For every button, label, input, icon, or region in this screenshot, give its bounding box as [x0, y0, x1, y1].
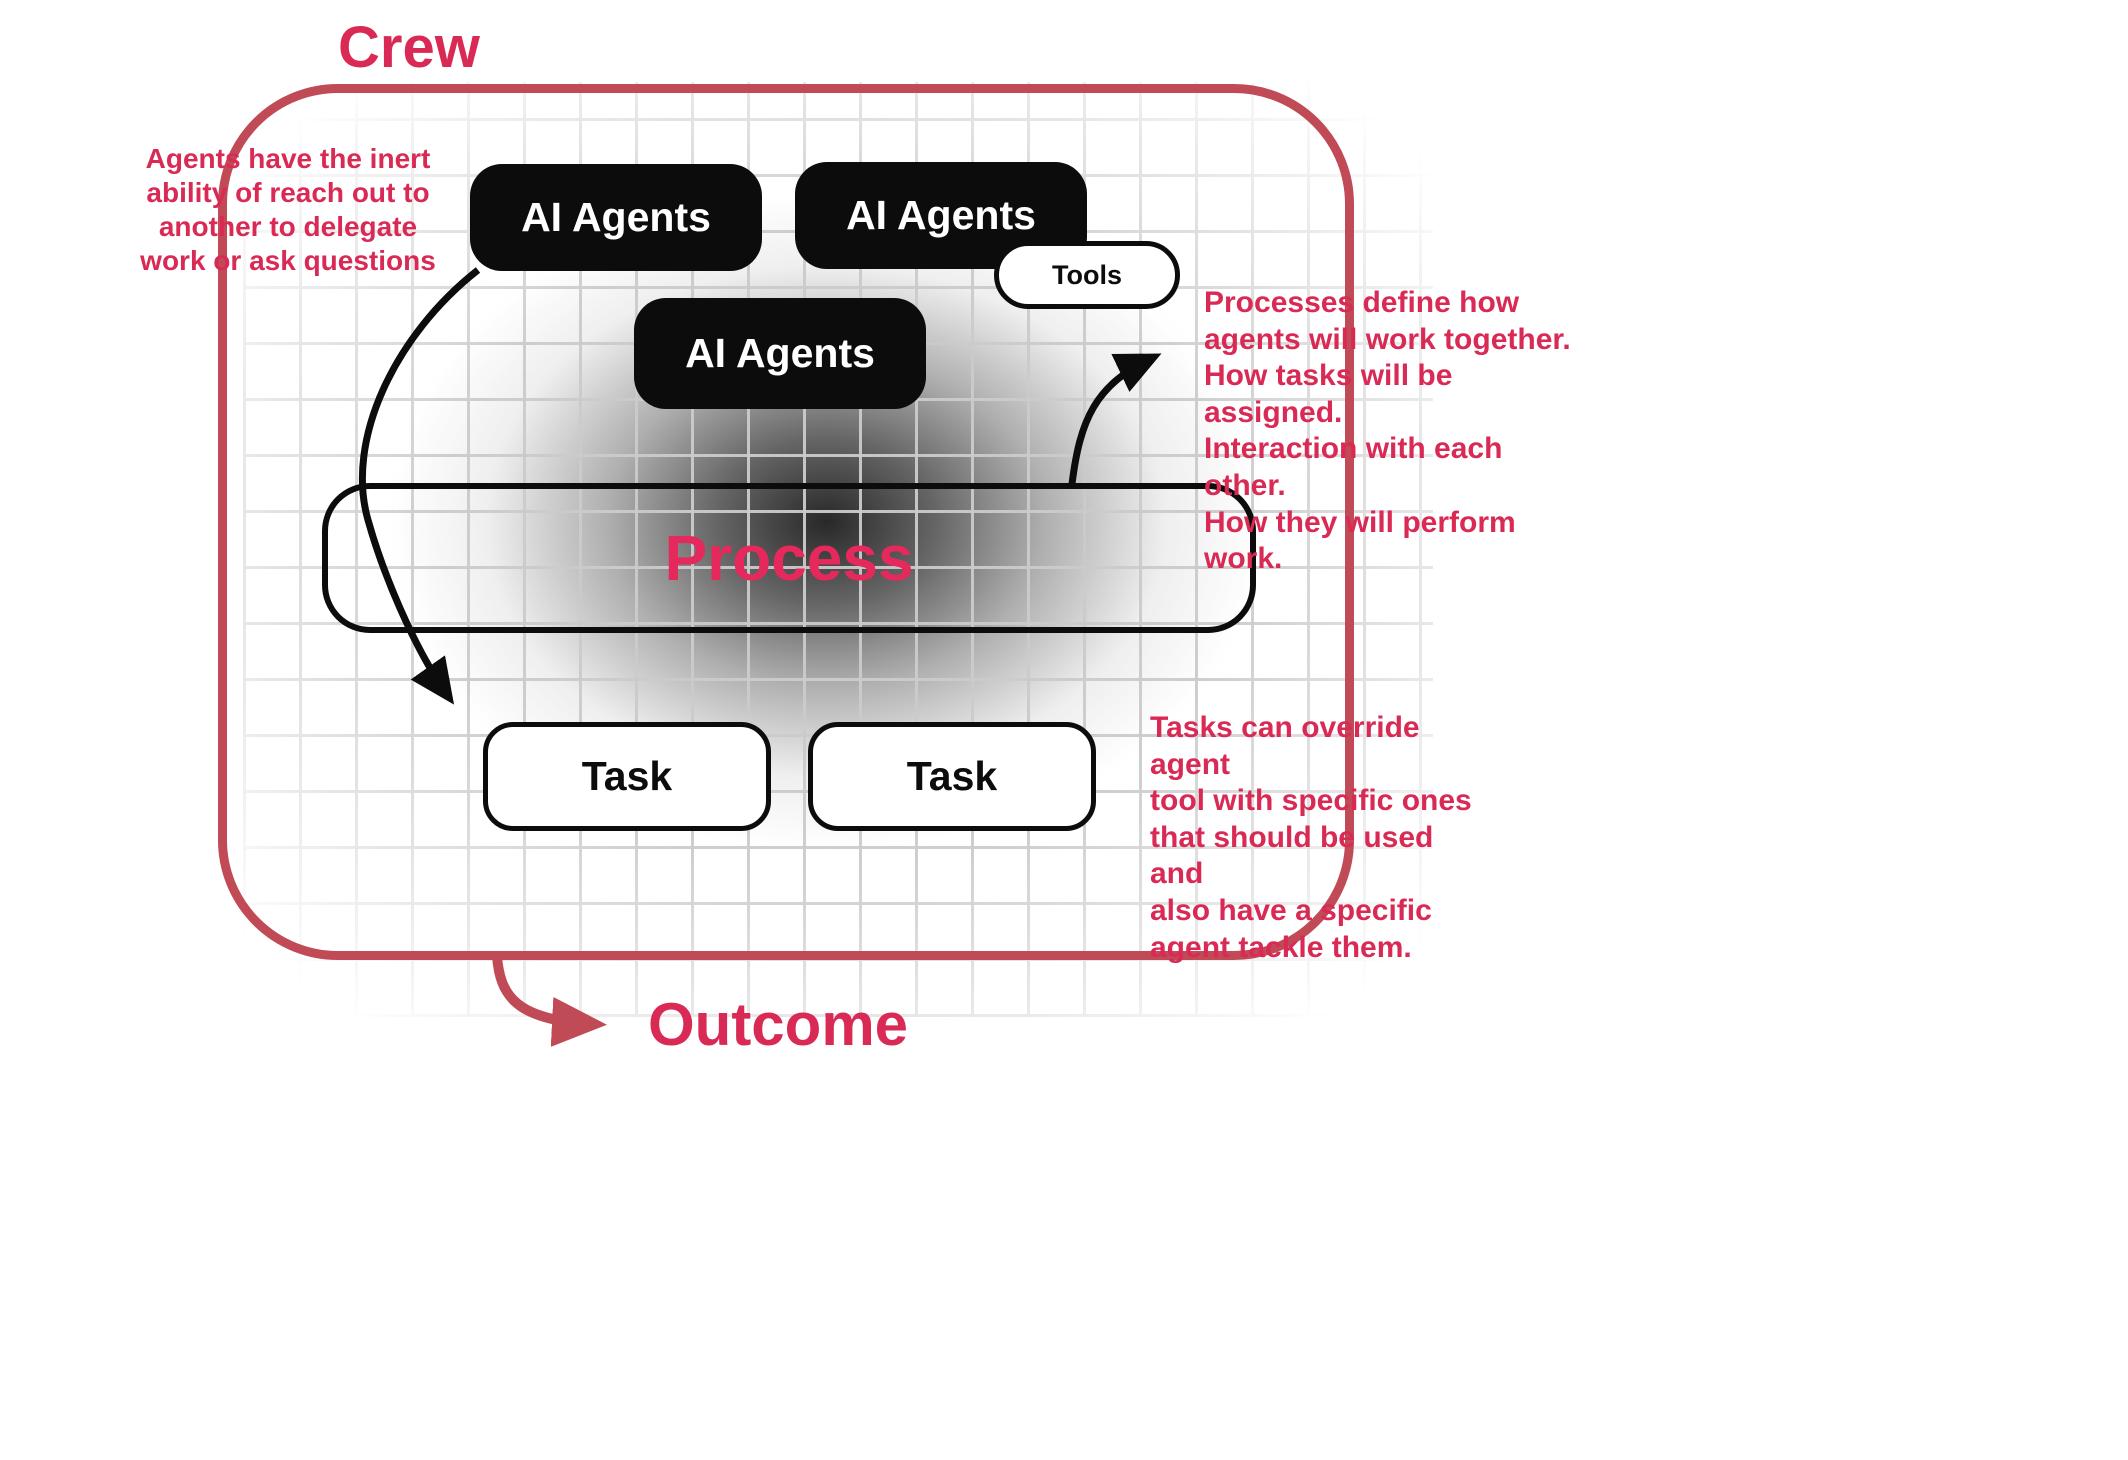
task-box-2: Task [808, 722, 1096, 831]
ai-agents-label-3: AI Agents [685, 330, 875, 376]
ai-agents-box-2: AI Agents [795, 162, 1087, 269]
task-box-1: Task [483, 722, 771, 831]
crew-title: Crew [338, 15, 480, 80]
process-label: Process [664, 522, 914, 594]
outcome-label: Outcome [648, 991, 909, 1058]
annotation-delegation: Agents have the inert ability of reach o… [140, 143, 436, 277]
annotation-tasks: Tasks can override agent tool with speci… [1150, 711, 1472, 964]
ai-agents-label-2: AI Agents [846, 192, 1036, 238]
ai-agents-box-3: AI Agents [634, 298, 926, 409]
tools-box: Tools [994, 241, 1180, 309]
ai-agents-box-1: AI Agents [470, 164, 762, 271]
task-label-1: Task [581, 753, 673, 799]
task-label-2: Task [906, 753, 998, 799]
ai-agents-label-1: AI Agents [521, 194, 711, 240]
crew-container-border [218, 84, 1354, 960]
process-box: Process [322, 483, 1256, 633]
annotation-processes: Processes define how agents will work to… [1204, 286, 1571, 576]
tools-label: Tools [1052, 259, 1122, 290]
